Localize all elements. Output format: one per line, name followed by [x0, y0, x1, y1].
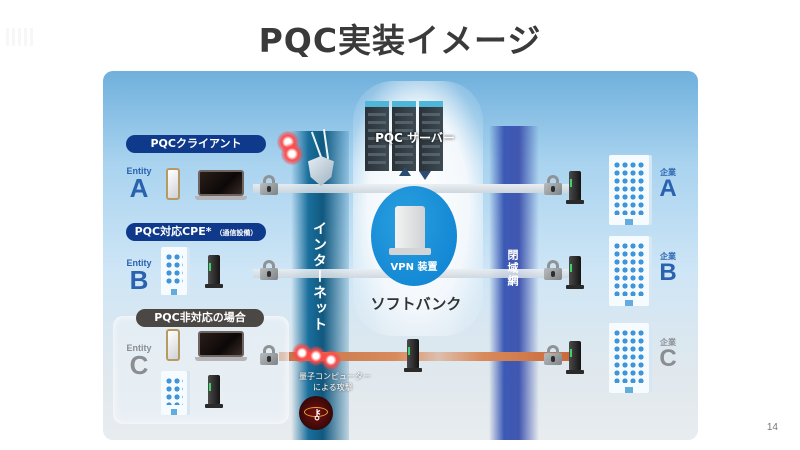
entity-a-label: Entity A — [119, 166, 159, 203]
company-b-label: 企業 B — [653, 251, 683, 286]
company-letter: C — [659, 345, 677, 372]
router-icon — [404, 339, 422, 372]
arrow-up-icon — [399, 167, 411, 176]
pill-non-pqc: PQC非対応の場合 — [136, 309, 264, 327]
company-a-label: 企業 A — [653, 167, 683, 202]
company-letter: A — [659, 175, 677, 202]
lock-icon — [260, 175, 278, 195]
building-icon — [609, 155, 649, 225]
entity-small-text: Entity — [126, 166, 152, 176]
corner-logo-mark — [6, 28, 34, 46]
entity-c-label: Entity C — [119, 343, 159, 380]
closed-network-band — [489, 126, 539, 440]
entity-b-label: Entity B — [119, 258, 159, 295]
pill-label: PQC対応CPE* — [134, 225, 212, 238]
lock-icon — [260, 260, 278, 280]
softbank-label: ソフトバンク — [370, 295, 462, 313]
router-icon — [566, 171, 584, 204]
company-small-text: 企業 — [660, 338, 676, 347]
attack-label-line1: 量子コンピューター — [299, 372, 371, 381]
entity-letter: A — [129, 173, 149, 203]
pill-pqc-client: PQCクライアント — [126, 135, 266, 153]
connection-line-a-right — [433, 184, 573, 193]
attack-burst-icon — [321, 350, 341, 370]
page-number: 14 — [766, 422, 778, 433]
pill-label: PQCクライアント — [150, 137, 242, 150]
lock-icon — [260, 345, 278, 365]
pqc-server-label: PQC サーバー — [375, 131, 455, 145]
lock-icon — [544, 345, 562, 365]
vpn-label: VPN 装置 — [390, 262, 438, 273]
router-icon — [566, 256, 584, 289]
entity-small-text: Entity — [126, 343, 152, 353]
laptop-icon — [195, 331, 247, 361]
phone-icon — [166, 168, 180, 200]
arrow-down-icon — [419, 171, 431, 180]
connection-line-c-vulnerable — [279, 352, 569, 361]
phone-icon — [166, 329, 180, 361]
vpn-device-icon — [389, 206, 431, 255]
building-icon — [609, 323, 649, 393]
router-icon — [566, 341, 584, 374]
pqc-diagram: PQCクライアント Entity A PQC対応CPE* （通信設備） Enti… — [103, 71, 698, 440]
pill-pqc-cpe: PQC対応CPE* （通信設備） — [126, 223, 266, 241]
pill-label: PQC非対応の場合 — [154, 311, 246, 324]
building-icon — [161, 247, 187, 295]
attack-burst-icon — [281, 143, 303, 165]
server-rack-icon — [419, 101, 443, 171]
entity-letter: C — [129, 350, 149, 380]
attack-label-line2: による攻撃 — [313, 383, 353, 392]
building-icon — [161, 371, 187, 415]
vpn-device-area: VPN 装置 — [371, 186, 457, 286]
slide-title: PQC実装イメージ — [258, 21, 542, 60]
lock-icon — [544, 260, 562, 280]
company-c-label: 企業 C — [653, 337, 683, 372]
router-icon — [205, 255, 223, 288]
quantum-attack-label: 量子コンピューター による攻撃 — [299, 371, 379, 393]
building-icon — [609, 236, 649, 306]
laptop-icon — [195, 170, 247, 200]
server-rack-icon — [392, 101, 416, 171]
company-small-text: 企業 — [660, 252, 676, 261]
pill-note: （通信設備） — [215, 229, 258, 237]
entity-letter: B — [129, 265, 149, 295]
closed-network-label: 閉域網 — [506, 249, 519, 288]
company-small-text: 企業 — [660, 168, 676, 177]
router-icon — [205, 375, 223, 408]
server-rack-icon — [365, 101, 389, 171]
lock-icon — [544, 175, 562, 195]
entity-small-text: Entity — [126, 258, 152, 268]
internet-label: インターネット — [311, 221, 327, 333]
company-letter: B — [659, 259, 677, 286]
quantum-computer-key-icon: ⚷ — [299, 396, 333, 430]
